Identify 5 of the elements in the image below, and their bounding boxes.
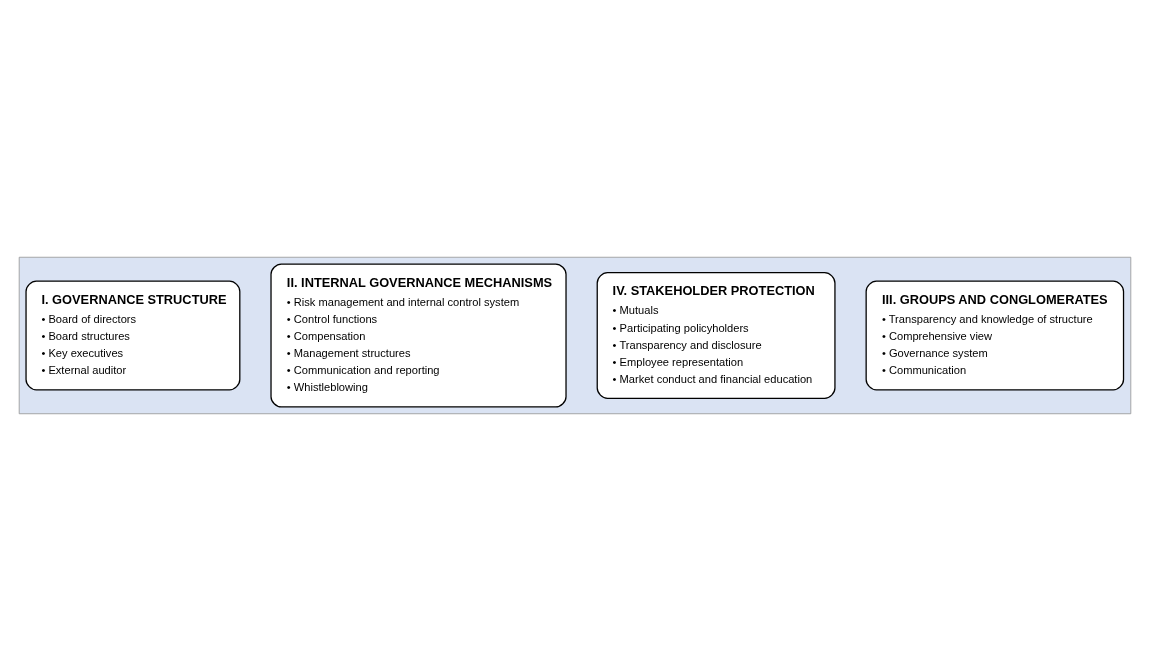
node-box: II. INTERNAL GOVERNANCE MECHANISMS • Risk management and internal control system • Control functions • Compensation • Management structures • Communication and reporting • Whistleblowing (270, 262, 567, 408)
node-box: I. GOVERNANCE STRUCTURE • Board of directors • Board structures • Key executives • External auditor (25, 280, 241, 390)
cluster (18, 256, 1132, 414)
node-box: III. GROUPS AND CONGLOMERATES • Transparency and knowledge of structure • Comprehensive view • Governance system • Communication (865, 280, 1125, 390)
node-box: IV. STAKEHOLDER PROTECTION • Mutuals • Participating policyholders • Transparency and disclosure • Employee representation • Market conduct and financial education (596, 271, 836, 399)
